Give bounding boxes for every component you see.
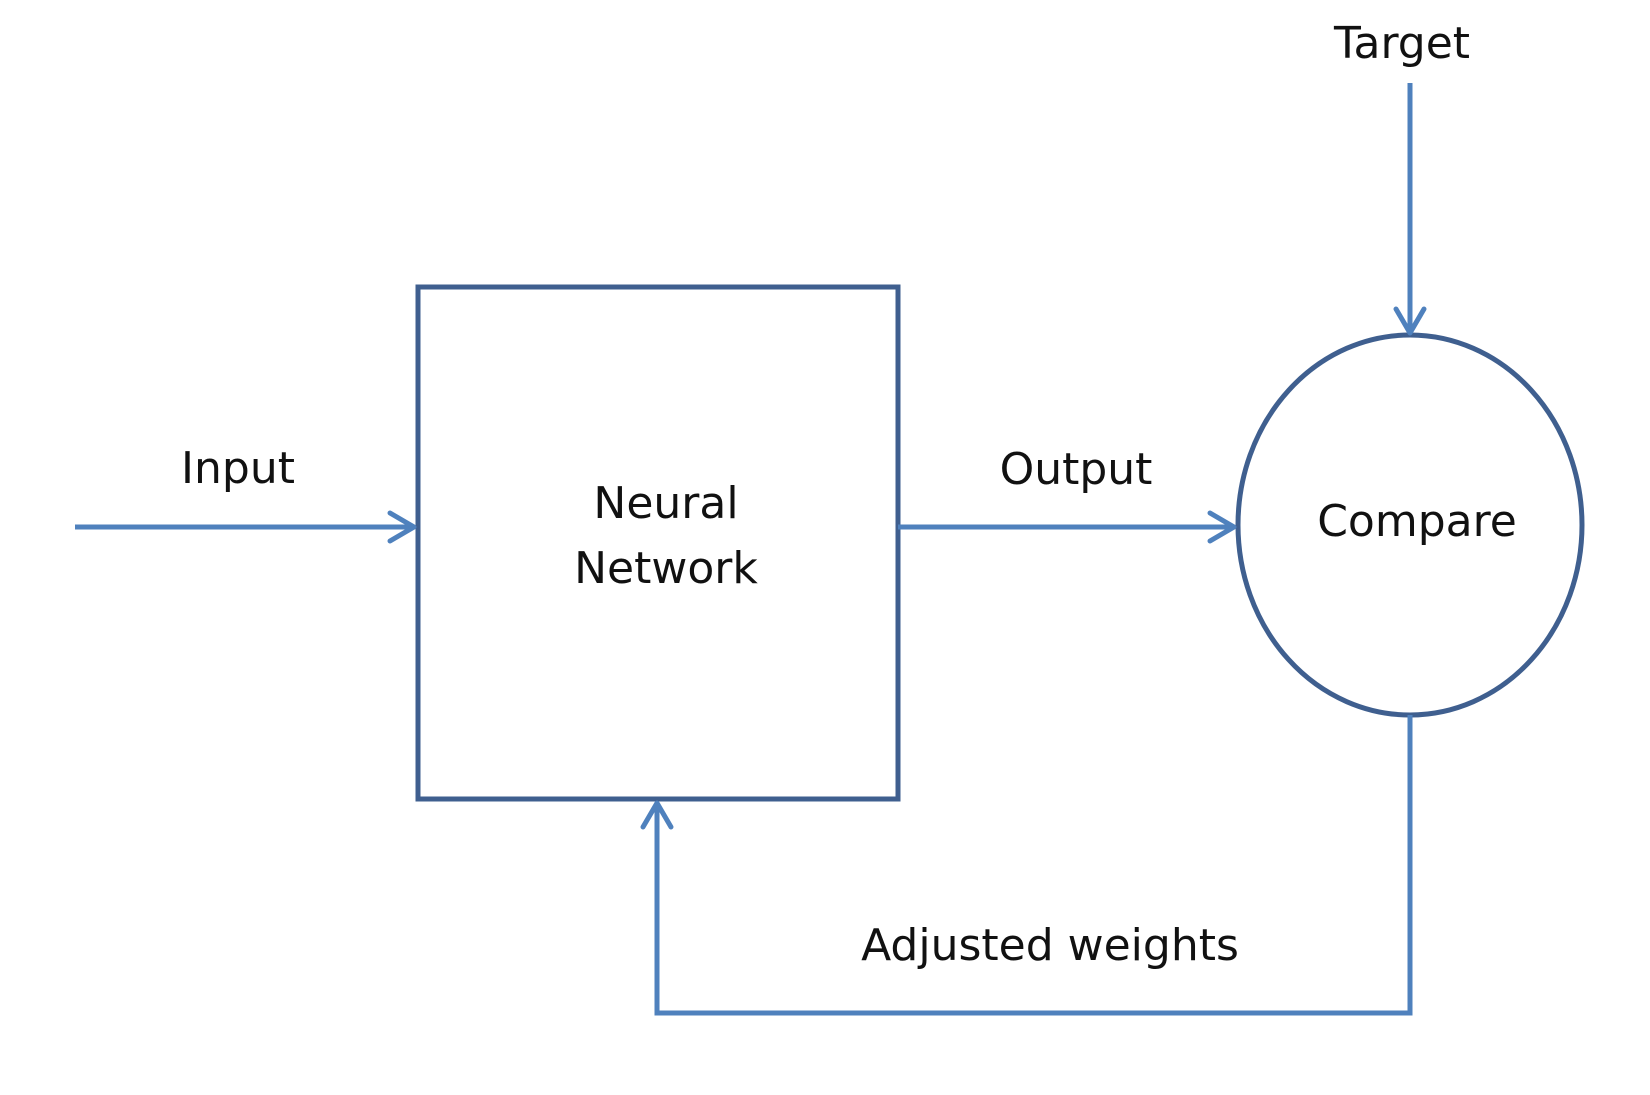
output-label: Output — [1000, 444, 1153, 495]
adjusted-weights-label: Adjusted weights — [861, 920, 1239, 971]
neural-network-label-line1: Neural — [593, 478, 738, 529]
input-label: Input — [181, 443, 295, 494]
neural-network-box — [415, 284, 901, 802]
input-arrow — [75, 510, 417, 544]
adjusted-weights-arrow — [640, 715, 1413, 1016]
compare-label: Compare — [1317, 496, 1517, 547]
target-arrow — [1393, 83, 1427, 336]
neural-network-label-line2: Network — [574, 543, 758, 594]
target-label: Target — [1333, 18, 1470, 69]
output-arrow — [898, 510, 1237, 544]
